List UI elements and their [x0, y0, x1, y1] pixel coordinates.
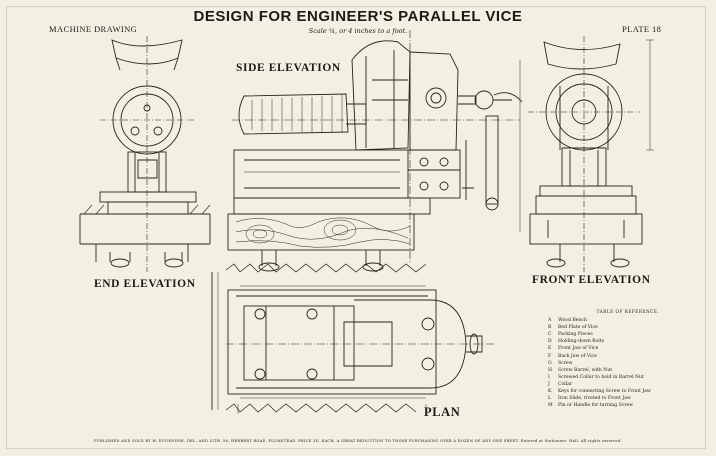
reference-text: Back Jaw of Vice — [558, 353, 597, 359]
reference-key: B — [548, 325, 552, 331]
reference-text: Screw — [558, 360, 573, 366]
side-elevation-label: SIDE ELEVATION — [236, 62, 341, 74]
reference-text: Pin or Handle for turning Screw — [558, 403, 634, 409]
reference-item: C Packing Pieces — [548, 331, 708, 338]
reference-item: M Pin or Handle for turning Screw — [548, 402, 708, 409]
reference-item: B Bed Plate of Vice — [548, 324, 708, 331]
front-elevation-drawing — [528, 36, 654, 272]
table-of-reference-title: TABLE OF REFERENCE. — [596, 309, 660, 314]
side-elevation-drawing — [227, 30, 523, 272]
reference-item: H Screw Barrel, with Nut — [548, 367, 708, 374]
reference-key: J — [548, 381, 550, 387]
reference-key: H — [548, 367, 553, 373]
reference-item: A Wood Bench — [548, 317, 708, 324]
reference-text: Front Jaw of Vice — [558, 346, 599, 352]
reference-text: Iron Slide, riveted to Front Jaw — [558, 396, 631, 402]
reference-item: J Collar — [548, 381, 708, 388]
plate-title: DESIGN FOR ENGINEER'S PARALLEL VICE — [193, 8, 523, 25]
reference-item: K Keys for connecting Screw to Front Jaw — [548, 388, 708, 395]
reference-text: Wood Bench — [558, 318, 587, 324]
reference-key: E — [548, 346, 552, 352]
reference-item: G Screw — [548, 360, 708, 367]
end-elevation-label: END ELEVATION — [94, 278, 196, 290]
reference-key: A — [548, 318, 552, 324]
plan-drawing — [211, 263, 496, 414]
reference-key: C — [548, 332, 552, 338]
reference-key: I — [548, 374, 550, 380]
reference-key: F — [548, 353, 552, 359]
plate-number: PLATE 18 — [622, 24, 662, 34]
reference-key: G — [548, 360, 552, 366]
front-elevation-label: FRONT ELEVATION — [532, 274, 651, 286]
reference-item: F Back Jaw of Vice — [548, 353, 708, 360]
reference-item: E Front Jaw of Vice — [548, 345, 708, 352]
reference-key: L — [548, 396, 552, 402]
scale-note: Scale ¼, or 4 inches to a foot. — [308, 27, 408, 35]
publisher-footer: PUBLISHED AND SOLD BY W. DUGENDOE, DEL. … — [94, 439, 622, 443]
reference-text: Collar — [558, 381, 573, 387]
reference-text: Packing Pieces — [558, 332, 593, 338]
reference-text: Bed Plate of Vice — [558, 325, 598, 331]
plate-border — [6, 6, 706, 449]
reference-text: Screw Barrel, with Nut — [558, 367, 613, 373]
reference-text: Keys for connecting Screw to Front Jaw — [558, 389, 651, 395]
header-left-label: MACHINE DRAWING — [49, 24, 138, 34]
reference-item: L Iron Slide, riveted to Front Jaw — [548, 395, 708, 402]
reference-key: K — [548, 389, 552, 395]
end-elevation-drawing — [79, 36, 211, 272]
reference-key: D — [548, 339, 552, 345]
reference-key: M — [548, 403, 553, 409]
reference-item: I Screwed Collar to hold in Barrel Nut — [548, 374, 708, 381]
reference-text: Holding-down Bolts — [558, 339, 604, 345]
reference-text: Screwed Collar to hold in Barrel Nut — [558, 374, 644, 380]
reference-item: D Holding-down Bolts — [548, 338, 708, 345]
plan-label: PLAN — [424, 405, 461, 419]
